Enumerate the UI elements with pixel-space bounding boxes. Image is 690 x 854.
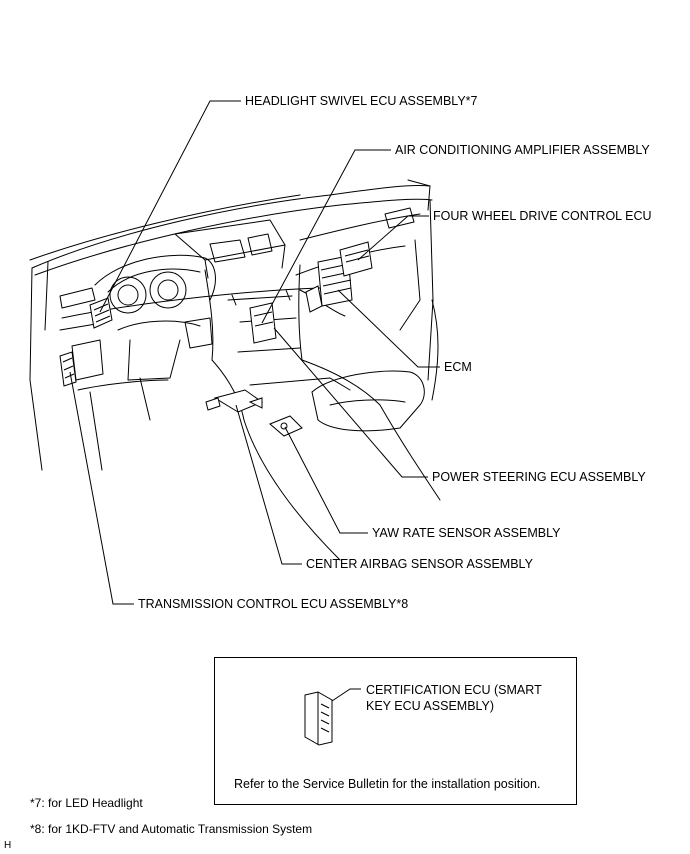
corner-mark: H <box>4 840 12 851</box>
label-certification-ecu-line2: KEY ECU ASSEMBLY) <box>366 699 495 713</box>
label-certification-ecu-line1: CERTIFICATION ECU (SMART <box>366 683 542 697</box>
footnote-7: *7: for LED Headlight <box>30 796 143 810</box>
label-transmission-control-ecu: TRANSMISSION CONTROL ECU ASSEMBLY*8 <box>138 597 409 611</box>
certification-ecu-inset: CERTIFICATION ECU (SMART KEY ECU ASSEMBL… <box>214 657 577 805</box>
label-air-conditioning-amplifier: AIR CONDITIONING AMPLIFIER ASSEMBLY <box>395 143 650 157</box>
label-yaw-rate-sensor: YAW RATE SENSOR ASSEMBLY <box>372 526 561 540</box>
label-center-airbag-sensor: CENTER AIRBAG SENSOR ASSEMBLY <box>306 557 533 571</box>
footnote-8: *8: for 1KD-FTV and Automatic Transmissi… <box>30 822 313 836</box>
label-power-steering-ecu: POWER STEERING ECU ASSEMBLY <box>432 470 646 484</box>
label-ecm: ECM <box>444 360 472 374</box>
label-headlight-swivel-ecu: HEADLIGHT SWIVEL ECU ASSEMBLY*7 <box>245 94 478 108</box>
label-four-wheel-drive-ecu: FOUR WHEEL DRIVE CONTROL ECU <box>433 209 652 223</box>
installation-note: Refer to the Service Bulletin for the in… <box>234 777 541 791</box>
